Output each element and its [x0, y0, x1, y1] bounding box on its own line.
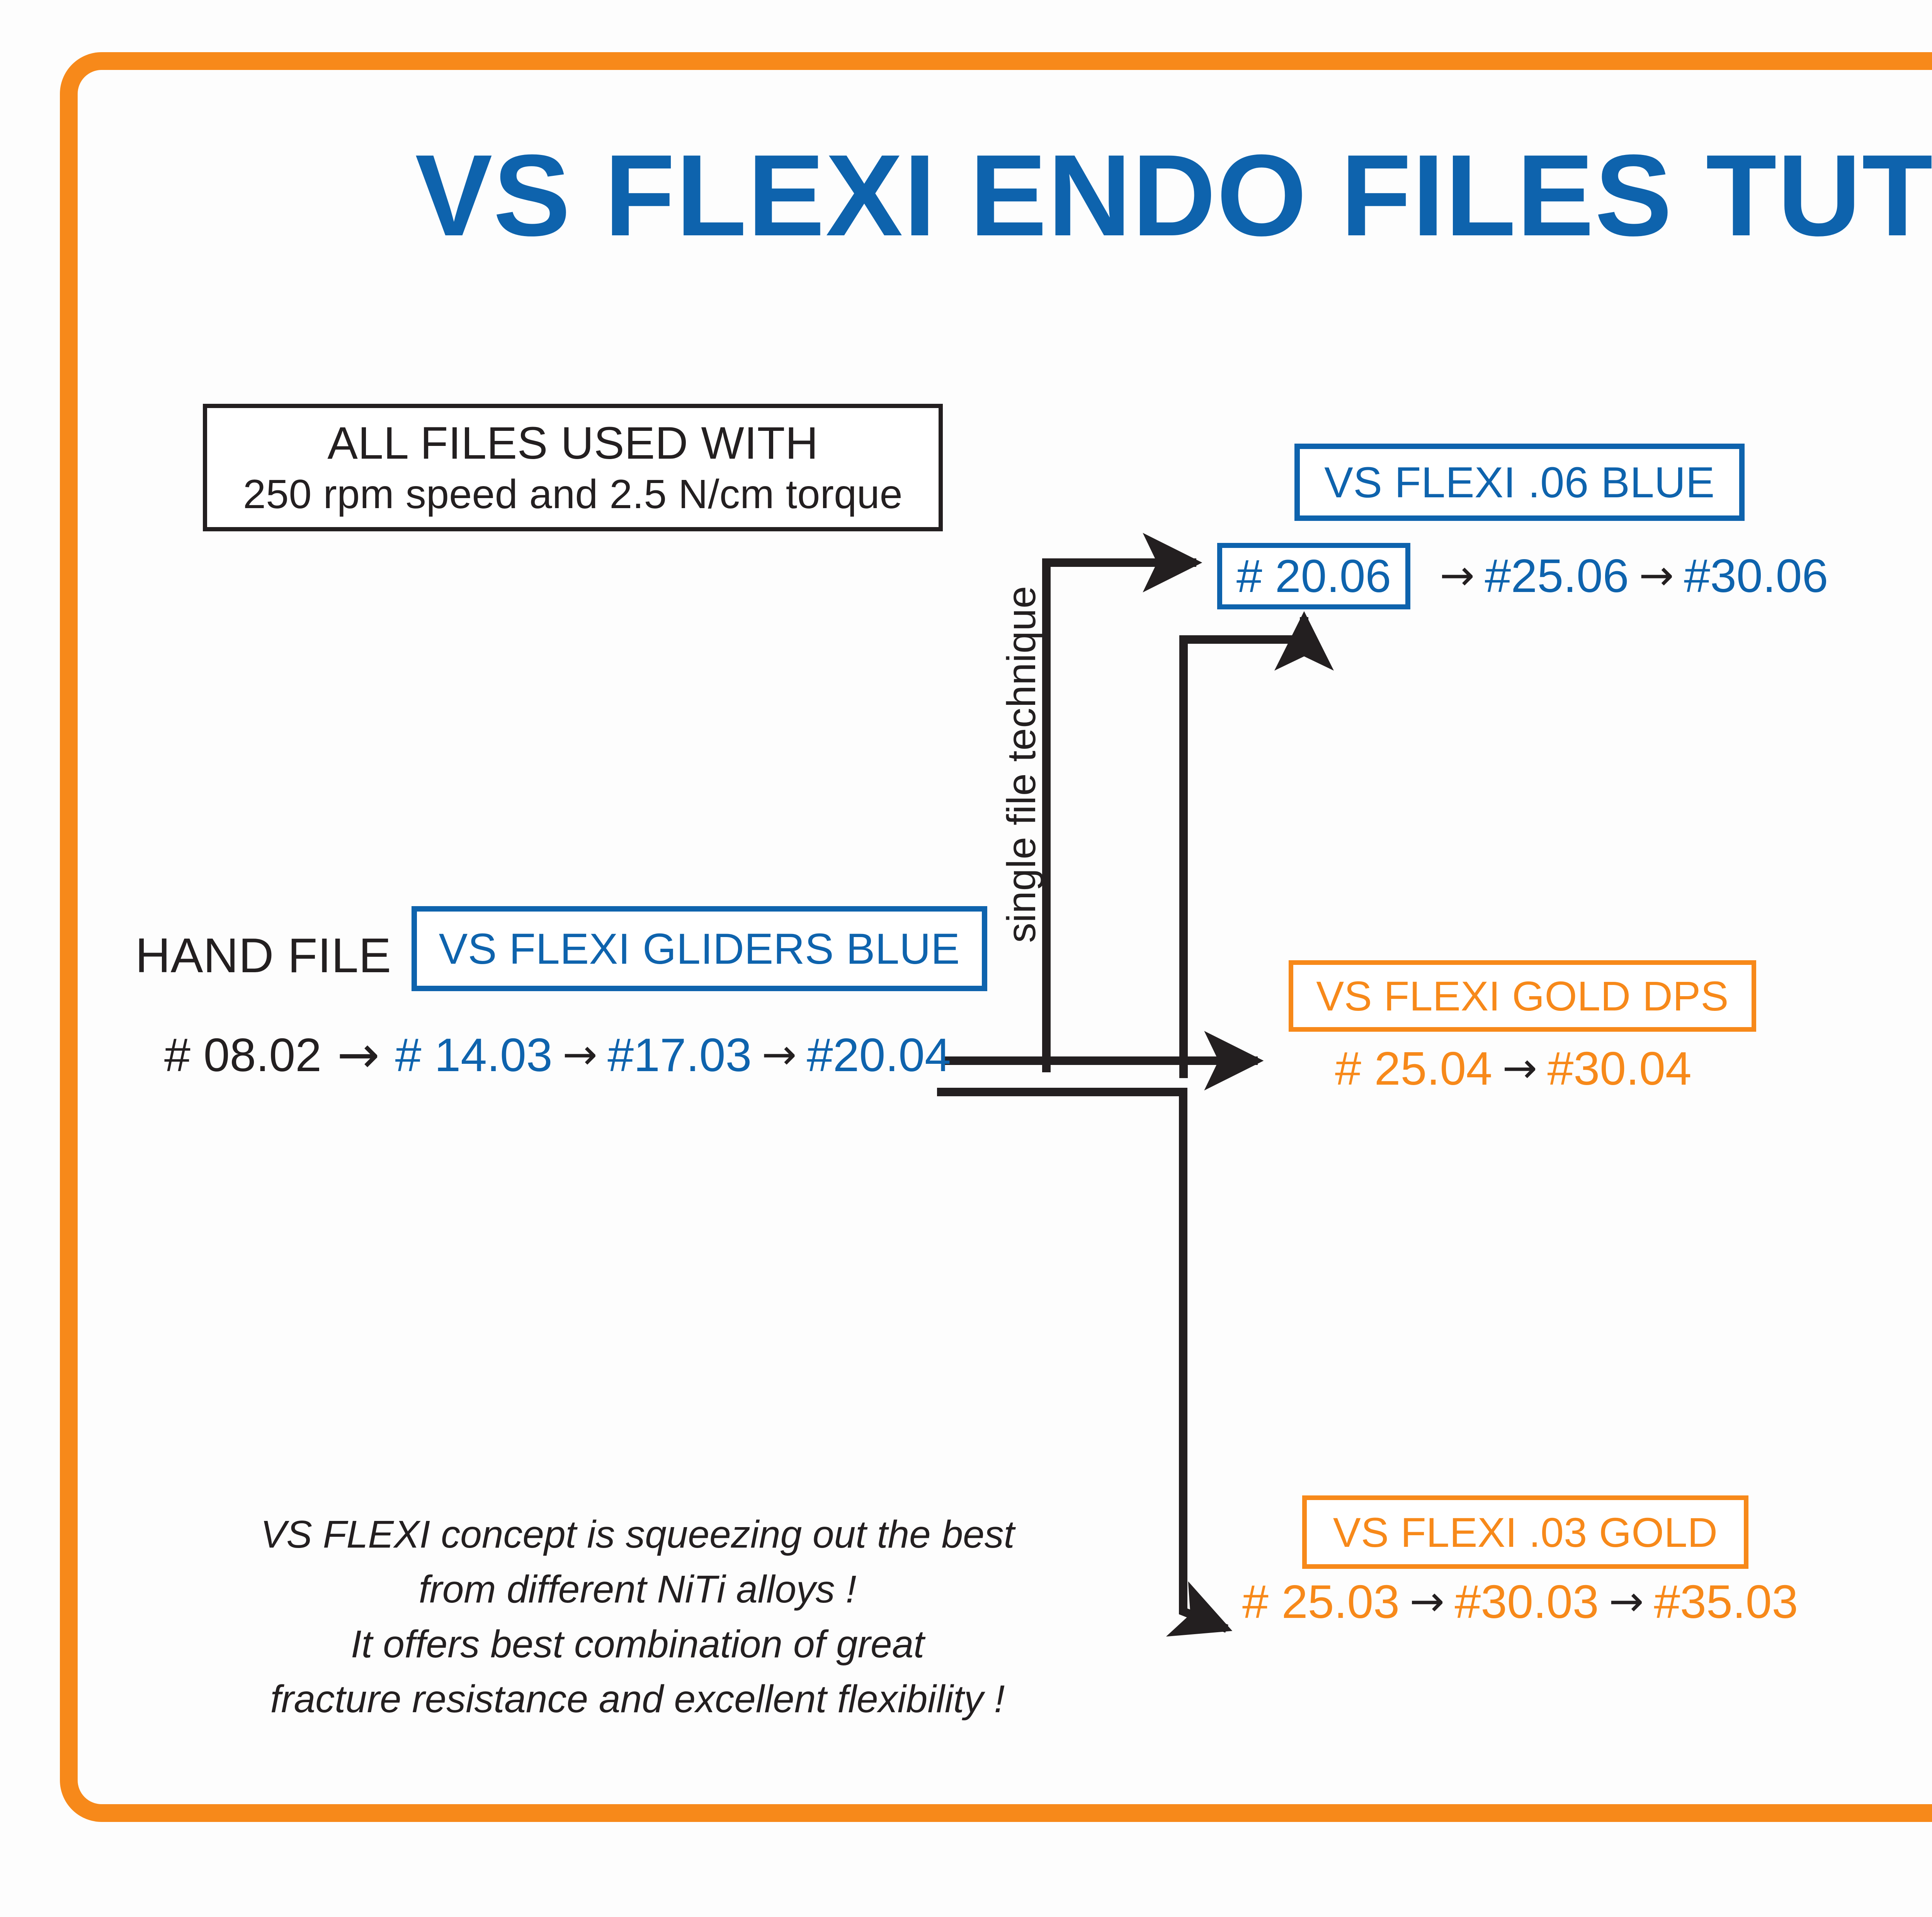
arrow-icon: →	[1639, 551, 1674, 600]
arrow-icon: →	[1609, 1577, 1644, 1626]
blue06-title-box: VS FLEXI .06 BLUE	[1294, 444, 1745, 521]
file-2006-label: # 20.06	[1236, 550, 1391, 602]
hand-file-sequence: # 08.02 → # 14.03 → #17.03 → #20.04	[164, 1028, 951, 1082]
concept-blurb: VS FLEXI concept is squeezing out the be…	[232, 1507, 1043, 1726]
single-file-technique-label: single file technique	[999, 585, 1044, 943]
arrow-icon: →	[337, 1025, 380, 1085]
blue06-sequence: → #25.06 → #30.06	[1430, 549, 1828, 603]
file-2006-box: # 20.06	[1217, 543, 1410, 609]
settings-line-2: 250 rpm speed and 2.5 N/cm torque	[243, 471, 903, 517]
settings-line-1: ALL FILES USED WITH	[327, 417, 818, 469]
arrow-icon: →	[1440, 551, 1475, 600]
file-2506-label: #25.06	[1485, 549, 1629, 602]
hand-file-label: HAND FILE	[135, 928, 391, 983]
blurb-line-2: from different NiTi alloys !	[418, 1568, 857, 1611]
blurb-line-3: It offers best combination of great	[350, 1623, 925, 1666]
file-0802-label: # 08.02	[164, 1029, 322, 1081]
golddps-sequence: # 25.04 → #30.04	[1335, 1041, 1692, 1095]
arrow-icon: →	[562, 1031, 598, 1079]
golddps-title-label: VS FLEXI GOLD DPS	[1316, 973, 1729, 1019]
arrow-icon: →	[762, 1031, 797, 1079]
gold03-title-label: VS FLEXI .03 GOLD	[1333, 1509, 1718, 1556]
gliders-title-box: VS FLEXI GLIDERS BLUE	[412, 906, 987, 991]
settings-box: ALL FILES USED WITH 250 rpm speed and 2.…	[203, 404, 943, 531]
arrow-icon: →	[1410, 1577, 1445, 1626]
blurb-line-1: VS FLEXI concept is squeezing out the be…	[260, 1513, 1015, 1556]
blue06-title-label: VS FLEXI .06 BLUE	[1324, 458, 1715, 507]
golddps-title-box: VS FLEXI GOLD DPS	[1289, 960, 1756, 1032]
file-2503-label: # 25.03	[1242, 1575, 1400, 1628]
arrow-icon: →	[1502, 1044, 1537, 1092]
wire-glider-to-blue06-bottom	[1179, 611, 1334, 1078]
file-1403-label: # 14.03	[395, 1029, 553, 1081]
blurb-line-4: fracture resistance and excellent flexib…	[270, 1677, 1005, 1721]
gliders-title-label: VS FLEXI GLIDERS BLUE	[439, 924, 960, 973]
file-1703-label: #17.03	[607, 1029, 752, 1081]
page-title: VS FLEXI ENDO FILES TUTORIAL	[415, 130, 1932, 260]
file-2004-label: #20.04	[806, 1029, 951, 1081]
gold03-sequence: # 25.03 → #30.03 → #35.03	[1242, 1575, 1798, 1629]
file-3004-label: #30.04	[1547, 1042, 1692, 1095]
wire-glider-to-blue06-left	[1042, 533, 1202, 1072]
file-2504-label: # 25.04	[1335, 1042, 1493, 1095]
file-3503-label: #35.03	[1654, 1575, 1798, 1628]
file-3003-label: #30.03	[1454, 1575, 1599, 1628]
file-3006-label: #30.06	[1684, 549, 1828, 602]
gold03-title-box: VS FLEXI .03 GOLD	[1302, 1495, 1748, 1569]
